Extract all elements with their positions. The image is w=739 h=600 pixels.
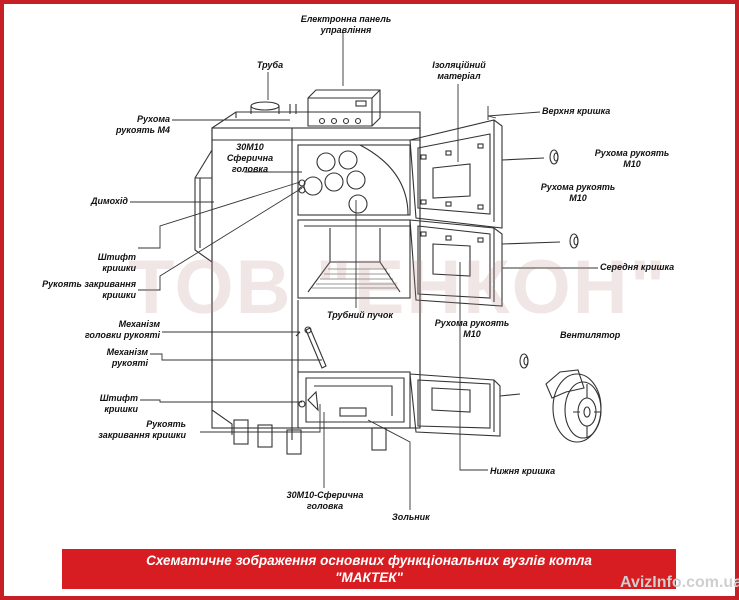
label-handle-head-mechanism: Механізм головки рукояті	[84, 319, 160, 340]
upper-chamber	[297, 144, 411, 216]
label-sphere-knob-top: 30М10 Сферична головка	[226, 142, 274, 174]
label-tube-bundle: Трубний пучок	[327, 310, 393, 320]
handle-nut-3	[519, 353, 529, 369]
label-ash-pan: Зольник	[392, 512, 430, 522]
handle-nut-2	[569, 233, 579, 249]
label-top-cover: Верхня кришка	[542, 106, 611, 116]
label-movable-handle-m4: Рухома рукоять М4	[116, 114, 170, 135]
door-top	[409, 119, 545, 229]
label-middle-cover: Середня кришка	[600, 262, 675, 272]
label-electronic-panel: Електронна панель управління	[300, 14, 392, 35]
label-closing-handle-bottom: Рукоять закривання кришки	[98, 419, 186, 440]
fan	[545, 369, 602, 443]
caption-line-1: Схематичне зображення основних функціона…	[146, 553, 592, 568]
caption-line-2: "МАКТЕК"	[335, 570, 403, 585]
label-closing-handle-top: Рукоять закривання кришки	[42, 279, 136, 300]
label-movable-handle-m10-1: Рухома рукоять М10	[594, 148, 670, 169]
label-pin-cover-bottom: Штифт кришки	[99, 393, 138, 414]
caption-banner: Схематичне зображення основних функціона…	[62, 549, 676, 589]
handle-mechanism	[295, 300, 327, 378]
pipe	[250, 101, 297, 114]
label-sphere-knob-bottom: 30М10-Сферична головка	[286, 490, 364, 511]
label-chimney: Димохід	[91, 196, 128, 206]
label-insulation: Ізоляційний матеріал	[432, 60, 486, 81]
electronic-control-panel	[307, 89, 381, 127]
handle-nut-1	[549, 149, 559, 165]
ash-pan-chamber	[297, 371, 411, 429]
label-pin-cover-top: Штифт кришки	[97, 252, 136, 273]
site-watermark: AvizInfo.com.ua	[620, 574, 739, 591]
label-handle-mechanism: Механізм рукояті	[106, 347, 148, 368]
middle-chamber	[297, 219, 411, 299]
label-bottom-cover: Нижня кришка	[490, 466, 556, 476]
label-movable-handle-m10-3: Рухома рукоять М10	[434, 318, 510, 339]
door-bottom	[409, 373, 521, 437]
label-fan: Вентилятор	[560, 330, 621, 340]
label-movable-handle-m10-2: Рухома рукоять М10	[540, 182, 616, 203]
label-pipe: Труба	[256, 60, 284, 70]
door-middle	[409, 219, 561, 307]
